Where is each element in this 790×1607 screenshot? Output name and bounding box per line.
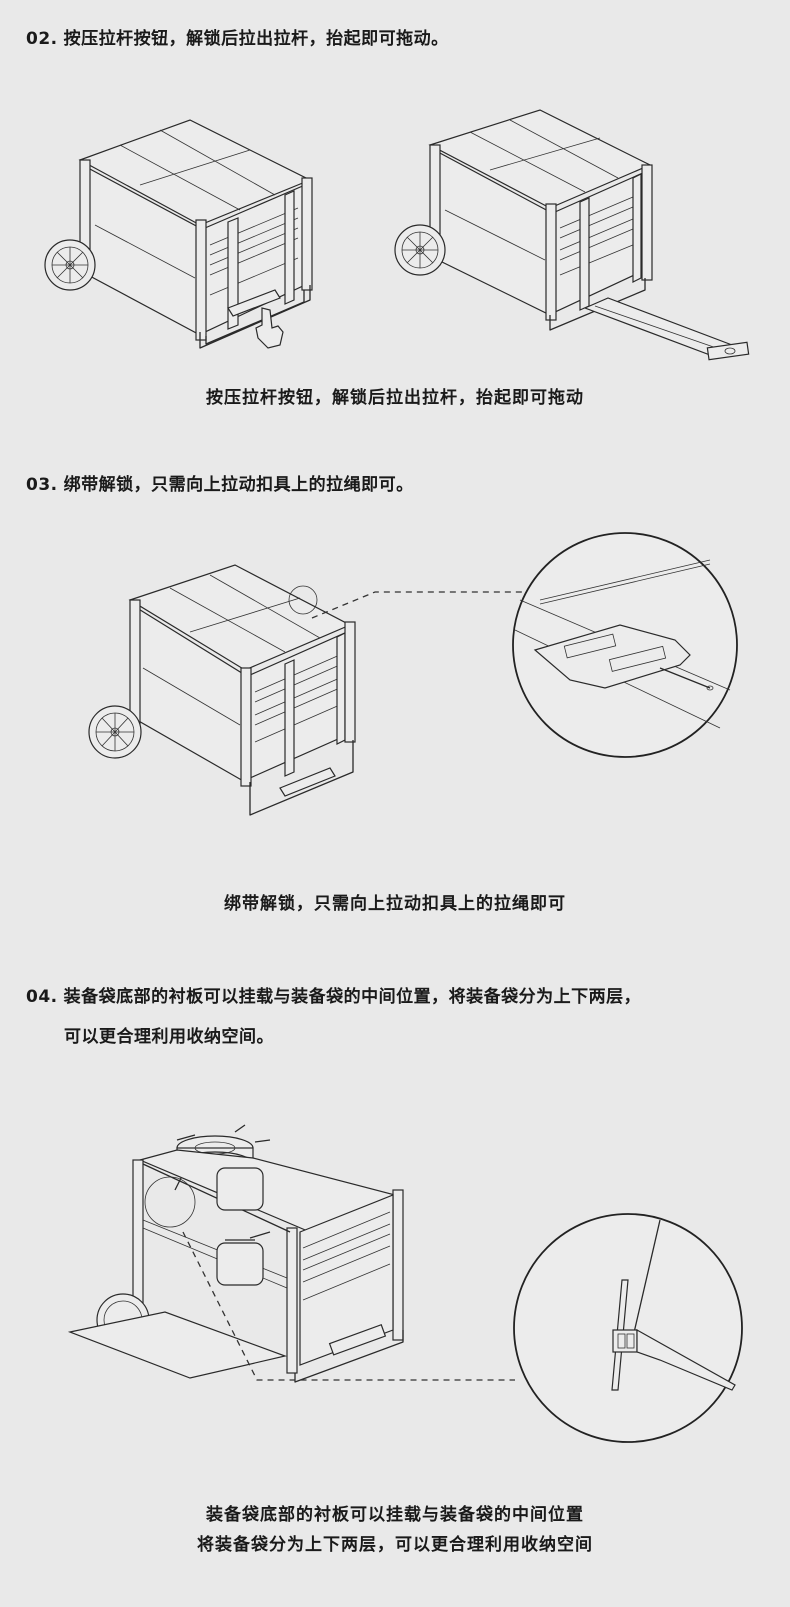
step-02-caption: 按压拉杆按钮，解锁后拉出拉杆，抬起即可拖动 — [206, 388, 584, 408]
cart-handle-extended-illustration — [390, 100, 770, 370]
cart-press-handle-button-illustration — [40, 100, 330, 360]
cart-with-strap-buckle-highlight-illustration — [85, 560, 395, 830]
strap-buckle-detail-zoom — [510, 530, 740, 760]
step-text: 装备袋底部的衬板可以挂载与装备袋的中间位置，将装备袋分为上下两层， — [63, 987, 642, 1007]
liner-hook-detail-zoom — [510, 1210, 750, 1450]
step-text: 绑带解锁，只需向上拉动扣具上的拉绳即可。 — [63, 475, 414, 495]
step-04-caption-line1: 装备袋底部的衬板可以挂载与装备袋的中间位置 — [206, 1505, 584, 1525]
callout-leader-line — [311, 591, 530, 619]
step-03-title: 03.绑带解锁，只需向上拉动扣具上的拉绳即可。 — [26, 470, 414, 495]
step-04-title-line2: 可以更合理利用收纳空间。 — [64, 1027, 274, 1047]
callout-leader-line-2 — [182, 1231, 515, 1381]
step-04-caption-line2: 将装备袋分为上下两层，可以更合理利用收纳空间 — [197, 1535, 593, 1555]
step-text: 按压拉杆按钮，解锁后拉出拉杆，抬起即可拖动。 — [63, 29, 449, 49]
step-number: 02. — [26, 29, 58, 49]
step-04-title: 04.装备袋底部的衬板可以挂载与装备袋的中间位置，将装备袋分为上下两层， — [26, 982, 641, 1007]
step-number: 03. — [26, 475, 58, 495]
step-02-title: 02.按压拉杆按钮，解锁后拉出拉杆，抬起即可拖动。 — [26, 24, 449, 49]
step-number: 04. — [26, 987, 58, 1007]
step-03-caption: 绑带解锁，只需向上拉动扣具上的拉绳即可 — [224, 894, 566, 914]
cart-open-with-stove-and-shelf-illustration — [65, 1120, 425, 1390]
